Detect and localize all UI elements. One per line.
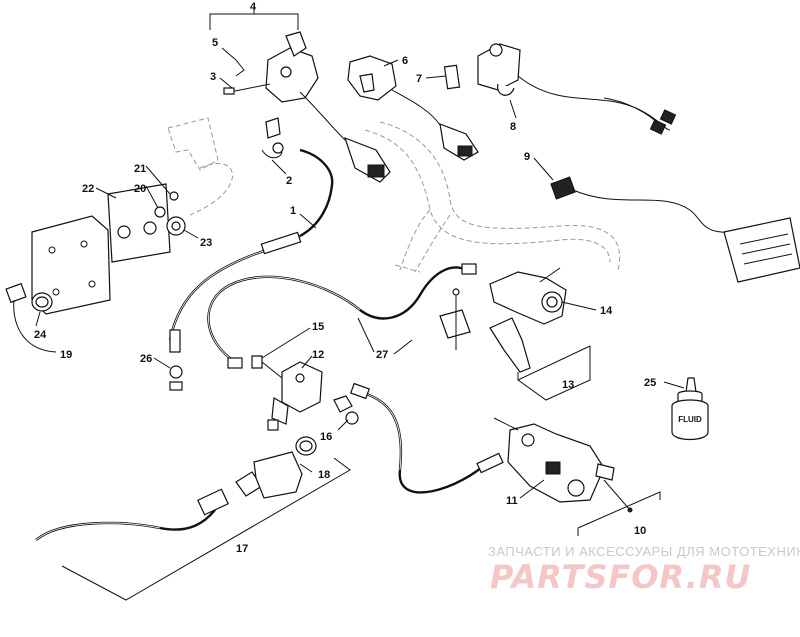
callout-2: 2	[286, 175, 292, 187]
callout-14: 14	[600, 305, 613, 317]
callout-13: 13	[562, 379, 574, 391]
fluid-bottle-label: FLUID	[678, 415, 702, 424]
leader-lines	[13, 6, 685, 601]
callout-18: 18	[318, 469, 330, 481]
watermark-tagline: ЗАПЧАСТИ И АКСЕССУАРЫ ДЛЯ МОТОТЕХНИКИ	[488, 544, 800, 559]
fluid-bottle: FLUID	[671, 377, 709, 441]
throttle-housing	[223, 31, 391, 183]
choke-cable	[35, 436, 317, 541]
callout-21: 21	[134, 163, 146, 175]
callout-numbers: 4 5 3 6 7 8 2 1 9 21 20 22 23 24 19 26 1…	[34, 1, 656, 555]
callout-23: 23	[200, 237, 212, 249]
callout-17: 17	[236, 543, 248, 555]
callout-9: 9	[524, 151, 530, 163]
throttle-block	[251, 355, 359, 431]
callout-27: 27	[376, 349, 388, 361]
brake-master	[493, 417, 633, 513]
brake-cable	[207, 263, 504, 494]
callout-12: 12	[312, 349, 324, 361]
callout-19: 19	[60, 349, 72, 361]
callout-5: 5	[212, 37, 218, 49]
callout-24: 24	[34, 329, 47, 341]
callout-1: 1	[290, 205, 296, 217]
callout-8: 8	[510, 121, 516, 133]
watermark: ЗАПЧАСТИ И АКСЕССУАРЫ ДЛЯ МОТОТЕХНИКИ PA…	[488, 544, 800, 596]
callout-3: 3	[210, 71, 216, 83]
callout-11: 11	[506, 495, 518, 507]
grip-switch	[443, 43, 677, 135]
junction-block	[5, 117, 233, 315]
lever-assembly-13-14	[439, 267, 567, 373]
callout-6: 6	[402, 55, 408, 67]
callout-22: 22	[82, 183, 94, 195]
watermark-logo: PARTSFOR.RU	[490, 558, 751, 596]
callout-20: 20	[134, 183, 146, 195]
callout-7: 7	[416, 73, 422, 85]
grip-heater	[550, 176, 800, 283]
handlebar-outline	[364, 121, 621, 273]
callout-26: 26	[140, 353, 152, 365]
throttle-cable	[168, 117, 334, 391]
callout-10: 10	[634, 525, 646, 537]
callout-15: 15	[312, 321, 324, 333]
callout-16: 16	[320, 431, 332, 443]
callout-25: 25	[644, 377, 656, 389]
handlebar-switch	[347, 55, 479, 161]
callout-4: 4	[250, 1, 257, 13]
